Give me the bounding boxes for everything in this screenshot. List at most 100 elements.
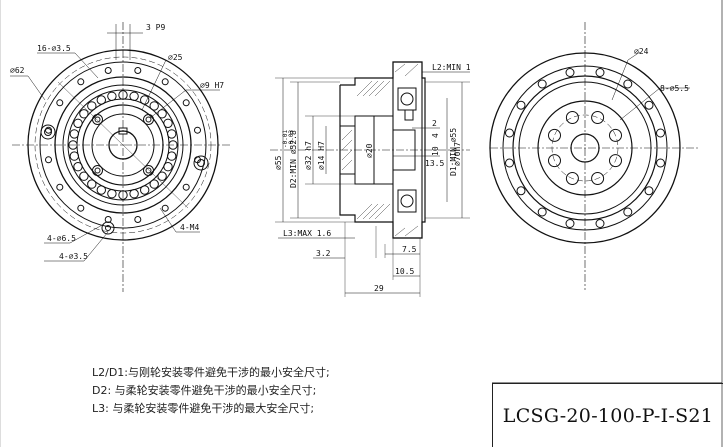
dia14-label: ⌀14 H7 [317,141,326,170]
roller [73,118,83,129]
right-rear-view [489,22,700,290]
bolt-hole [656,158,665,168]
threaded-hole-inner [145,116,152,123]
roller [118,90,128,100]
threaded-hole-inner [145,167,152,174]
bolt-hole [161,204,169,212]
section-view [270,61,470,297]
threaded-hole-inner [94,167,101,174]
bolt-hole [537,79,547,89]
dia9-label: ⌀9 H7 [200,81,224,90]
bolt-hole [656,128,665,138]
bolt-hole [565,219,575,228]
bolt-hole [609,154,622,168]
inner-bolt-holes [548,111,622,185]
roller [167,129,177,139]
thread-label: 4-M4 [180,223,199,232]
bolt-hole [537,207,547,217]
threaded-hole [92,165,103,176]
bolt-hole [505,128,514,138]
roller [167,151,177,161]
holes16-label: 16-⌀3.5 [37,44,71,53]
dia55-label: ⌀55 [274,155,283,170]
bolt-hole [565,111,579,124]
bolt-hole [548,154,561,168]
roller [129,189,139,199]
bolt-hole [56,99,64,107]
bolt-hole [134,216,142,223]
roller [140,95,150,105]
roller [140,185,150,195]
bolt-hole [591,111,605,124]
holes4-65-label: 4-⌀6.5 [47,234,76,243]
bolt-hole [623,207,633,217]
bolt-hole [104,67,112,74]
threaded-hole-inner [94,116,101,123]
roller [163,118,173,129]
bolt-hole [516,186,526,196]
dia24-label: ⌀24 [634,47,649,56]
roller [68,140,78,150]
bolt-hole [45,156,52,164]
dim32-label: 3.2 [316,249,331,258]
roller [96,185,107,195]
bolt-hole [623,79,633,89]
bolt-hole [505,158,514,168]
bolt-hole [591,172,605,185]
dim105-label: 10.5 [395,267,414,276]
roller [79,109,89,119]
roller [157,171,167,181]
roller [157,109,167,119]
bolt-hole [77,78,85,86]
bolt-hole [609,128,622,142]
roller [149,101,159,111]
bolt-hole [182,183,190,191]
bolt-hole [595,219,605,228]
bolt-hole [56,183,64,191]
threaded-hole [143,165,154,176]
roller [163,162,173,172]
bolt-hole [565,68,575,77]
outer-dia-label: ⌀62 [10,66,25,75]
note-line: L2/D1:与刚轮安装零件避免干涉的最小安全尺寸; [92,366,330,379]
dia55-tol-bot: -0.03 [288,130,295,148]
bolt-hole [595,68,605,77]
bolt-hole [548,128,561,142]
holes8-label: 8-⌀5.5 [660,84,689,93]
roller-ring [68,90,178,200]
threaded-holes [92,114,154,176]
bolt-hole [194,126,201,134]
roller [129,91,139,102]
roller [107,189,117,199]
roller [96,95,107,105]
roller [87,101,97,111]
roller [69,129,80,139]
keyway-label: 3 P9 [146,23,165,32]
threaded-hole [92,114,103,125]
roller [107,91,117,102]
bolt-hole [182,99,190,107]
dim135-label: 13.5 [425,159,444,168]
dim10-label: 10 [431,146,440,156]
bolt-hole [644,186,654,196]
bolt-hole [77,204,85,212]
dia55-tol-top: -0.01 [282,130,289,148]
threaded-hole [143,114,154,125]
roller [69,151,80,161]
dim29-label: 29 [374,284,384,293]
roller [87,179,97,189]
dia32-label: ⌀32 h7 [304,141,313,170]
roller [118,190,128,200]
d2-label: D2:MIN ⌀52.8 [289,130,298,188]
bolt-hole [161,78,169,86]
left-front-view [10,22,232,292]
roller [79,171,89,181]
dia25-label: ⌀25 [168,53,183,62]
bolt-hole [644,100,654,110]
bolt-hole [134,67,142,74]
l3-label: L3:MAX 1.6 [283,229,331,238]
roller [149,179,159,189]
notes-block: L2/D1:与刚轮安装零件避免干涉的最小安全尺寸; D2: 与柔轮安装零件避免干… [92,364,330,418]
note-line: L3: 与柔轮安装零件避免干涉的最大安全尺寸; [92,402,315,415]
